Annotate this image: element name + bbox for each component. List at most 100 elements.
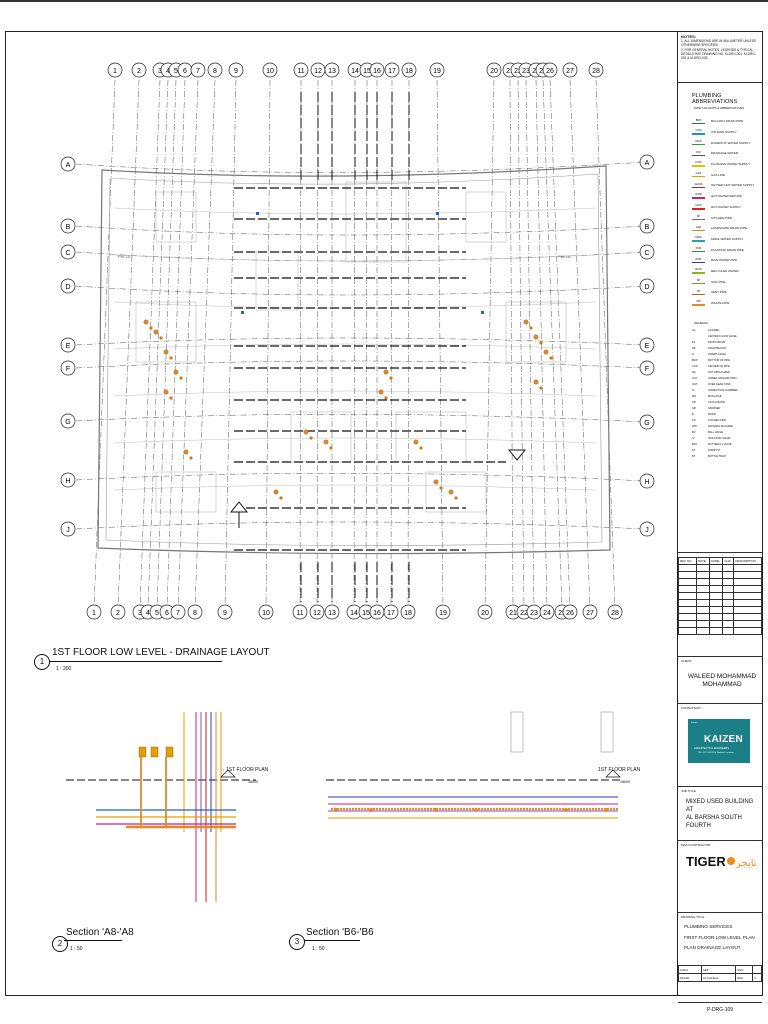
general-abbreviation-code: NA	[692, 371, 696, 374]
grid-column-line	[509, 79, 514, 609]
grid-column-label-top: 4	[166, 68, 170, 75]
grid-row-bubble-left	[60, 360, 76, 376]
room-block	[395, 411, 467, 463]
general-abbreviation-code: IL	[692, 353, 695, 356]
revision-cell	[677, 592, 698, 600]
author-value: AEP	[700, 965, 737, 974]
pipe-abbreviation-label: WASTE PIPE	[711, 301, 730, 306]
grid-column-bubble-bottom	[539, 604, 555, 620]
grid-row-label-right: C	[644, 250, 649, 257]
grid-column-label-bottom: 10	[262, 610, 270, 617]
grid-column-label-top: 11	[297, 68, 304, 75]
grid-column-label-bottom: 26	[566, 610, 574, 617]
grid-column-label-top: 9	[234, 68, 238, 75]
drainage-pipes	[143, 92, 553, 602]
grid-column-label-bottom: 3	[138, 610, 142, 617]
drain-fitting	[153, 329, 159, 335]
grid-column-label-bottom: 5	[155, 610, 159, 617]
pipe-colour-swatch	[692, 293, 705, 296]
pipe-colour-swatch	[692, 165, 705, 167]
grid-column-bubble-bottom	[400, 604, 416, 620]
room-block	[135, 301, 197, 363]
drain-fitting	[323, 439, 329, 445]
author-label: Author	[678, 965, 702, 974]
grid-row-label-right: J	[645, 527, 649, 534]
section-b-title-underline	[304, 940, 360, 941]
title-block-divider	[678, 552, 762, 553]
grid-column-label-top: 15	[363, 68, 371, 75]
grid-column-line	[139, 79, 161, 609]
general-abbreviation-code: AL	[692, 329, 696, 332]
grid-row-label-left: D	[65, 284, 70, 291]
grid-column-line	[224, 79, 237, 609]
revision-cell	[696, 606, 710, 614]
general-abbreviation-label: OVER HEAD TANK	[708, 383, 731, 386]
grid-row-label-left: B	[66, 224, 71, 231]
grid-row-line	[75, 337, 647, 346]
revision-cell	[733, 599, 762, 607]
grid-column-bubble-top	[429, 62, 445, 78]
revision-cell	[708, 627, 724, 635]
grid-column-label-top: 2	[137, 68, 141, 75]
floor-partition-line	[113, 484, 597, 491]
section-fitting	[150, 746, 159, 758]
revision-cell	[708, 571, 724, 579]
plan-view-title: 1ST FLOOR LOW LEVEL - DRAINAGE LAYOUT	[52, 647, 270, 658]
section-arrow	[229, 501, 249, 513]
section-arrow	[507, 449, 527, 461]
pipe-abbreviation-code: LDD	[692, 226, 705, 231]
grid-column-label-top: 18	[405, 68, 413, 75]
grid-column-label-bottom: 6	[165, 610, 169, 617]
grid-column-label-top: 17	[388, 68, 396, 75]
revision-row	[677, 585, 762, 593]
revision-cell	[708, 613, 724, 621]
revision-cell	[733, 564, 762, 572]
notes-list: 1. ALL DIMENSIONS ARE IN MILLIMETER UNLE…	[681, 39, 761, 61]
grid-row-bubble-left	[60, 472, 76, 488]
grid-row-bubble-left	[60, 156, 76, 172]
revision-cell	[696, 585, 710, 593]
pipe-colour-swatch	[692, 208, 705, 210]
drain-fitting	[189, 456, 193, 460]
drain-fitting	[279, 496, 283, 500]
sheet-number: P-DRG-109	[706, 1007, 734, 1013]
grid-column-label-bottom: 2	[116, 610, 120, 617]
grid-row-bubble-right	[639, 218, 655, 234]
plumbing-abbreviations-title: PLUMBING ABBREVIATIONS	[692, 93, 738, 105]
grid-column-label-bottom: 25	[558, 610, 566, 617]
floor-partition-line	[113, 254, 597, 262]
pipe-abbreviation-label: SOIL PIPE	[711, 279, 726, 284]
building-outer-wall	[97, 165, 611, 555]
pipe-colour-swatch	[692, 229, 705, 231]
pipe-abbreviation-label: MAKE WATER SUPPLY	[711, 236, 744, 241]
grid-column-label-bottom: 22	[520, 610, 528, 617]
section-b-title: Section 'B6-'B6	[306, 927, 374, 938]
rain-water-marker	[436, 212, 439, 215]
grid-row-label-right: H	[644, 479, 649, 486]
grid-row-bubble-right	[639, 360, 655, 376]
pipe-abbreviation-code: PDR	[692, 247, 705, 253]
general-abbreviation-label: INSPECTION CHAMBER	[708, 389, 738, 392]
room-label-right: PW-1A	[558, 254, 571, 259]
drawing-title-line2: FIRST FLOOR LOW LEVEL PLAN	[684, 934, 755, 940]
main-contractor-name: TIGER	[686, 854, 726, 869]
revision-cell	[733, 627, 762, 635]
drain-fitting	[533, 334, 539, 340]
title-block-divider	[678, 656, 762, 657]
floor-partition-line	[113, 301, 597, 309]
revision-cell	[696, 627, 710, 635]
grid-row-label-right: B	[645, 224, 650, 231]
drain-fitting	[149, 326, 153, 330]
pipe-colour-swatch	[692, 154, 705, 157]
grid-column-label-bottom: 19	[439, 610, 447, 617]
grid-row-bubble-left	[60, 218, 76, 234]
general-abbreviation-code: OHT	[692, 383, 698, 386]
